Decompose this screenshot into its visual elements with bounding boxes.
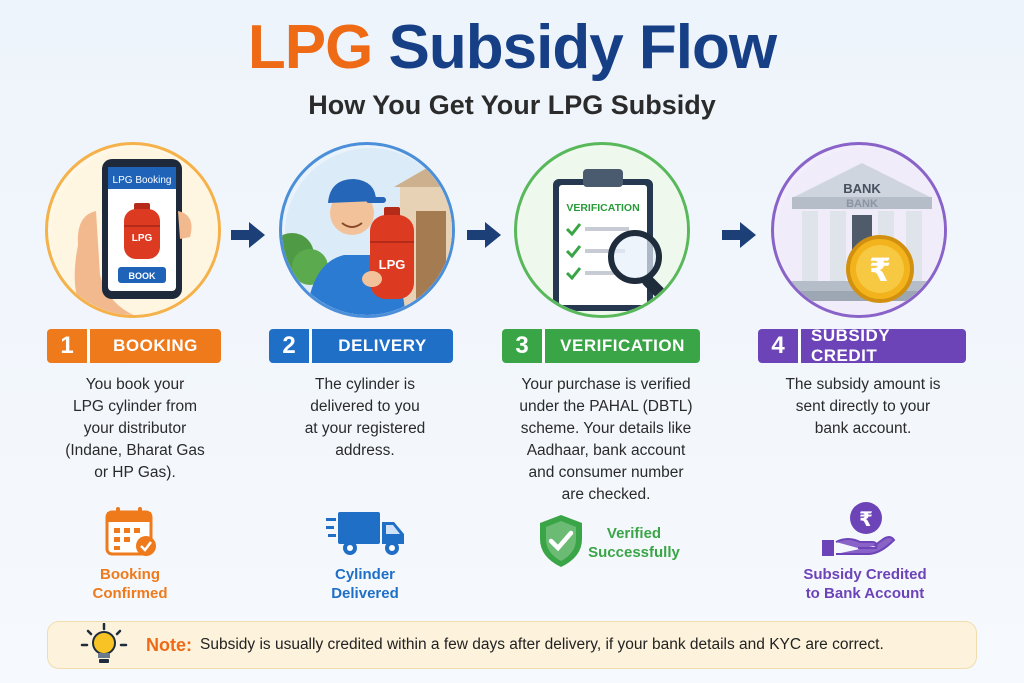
arrow-right-icon [231,222,265,248]
bank-sign: BANK [843,181,881,196]
bank-illustration: BANK BANK ₹ [771,142,947,318]
shield-check-icon [540,515,582,567]
delivery-man-icon: LPG [282,148,452,315]
arrow-right-icon [467,222,501,248]
phone-booking-icon: LPG Booking LPG BOOK [51,148,218,315]
truck-icon [326,512,404,555]
step-3-label: 3 VERIFICATION [502,329,700,363]
badge-verified-successfully: Verified Successfully [588,525,680,561]
title-subsidy-flow: Subsidy Flow [388,13,778,82]
badge-cylinder-delivered: Cylinder Delivered [331,566,399,602]
phone-title: LPG Booking [113,175,172,186]
step-2-number: 2 [269,329,309,363]
clipboard-title: VERIFICATION [566,202,639,214]
title-lpg: LPG [247,13,373,82]
step-2-label: 2 DELIVERY [269,329,453,363]
coin-symbol: ₹ [869,251,891,289]
delivery-illustration: LPG [279,142,455,318]
rupee-hand-icon: ₹ [822,502,896,556]
note-text: Subsidy is usually credited within a few… [200,636,884,653]
clipboard-magnifier-icon: VERIFICATION [520,148,687,315]
booking-illustration: LPG Booking LPG BOOK [45,142,221,318]
step-3-description: Your purchase is verified under the PAHA… [519,376,693,503]
step-2-description: The cylinder is delivered to you at your… [304,376,426,459]
step-1-label: 1 BOOKING [47,329,221,363]
verification-illustration: VERIFICATION [514,142,690,318]
note-banner: Note: Subsidy is usually credited within… [47,621,977,669]
note-label: Note: [146,634,192,655]
step-4-description: The subsidy amount is sent directly to y… [785,376,941,437]
page-title: LPG Subsidy Flow [0,13,1024,82]
badge-booking-confirmed: Booking Confirmed [92,566,168,602]
book-button [118,267,166,283]
page-subtitle: How You Get Your LPG Subsidy [308,90,716,120]
arrow-right-icon [722,222,756,248]
badge-subsidy-credited: Subsidy Credited to Bank Account [803,566,927,602]
step-4-name: SUBSIDY CREDIT [798,329,966,363]
step-1-number: 1 [47,329,87,363]
calendar-check-icon [105,507,156,556]
step-1-description: You book your LPG cylinder from your dis… [65,376,205,481]
svg-text:₹: ₹ [859,507,873,531]
step-2-name: DELIVERY [309,329,453,363]
bank-sign-faded: BANK [846,198,878,210]
step-1-name: BOOKING [87,329,221,363]
step-3-number: 3 [502,329,542,363]
phone-cylinder-label: LPG [132,233,153,244]
lightbulb-icon [80,623,128,663]
delivery-cylinder-label: LPG [379,257,406,272]
book-button-label: BOOK [129,271,157,281]
step-4-number: 4 [758,329,798,363]
step-4-label: 4 SUBSIDY CREDIT [758,329,966,363]
bank-building-icon: BANK BANK ₹ [777,148,944,315]
step-3-name: VERIFICATION [542,329,700,363]
